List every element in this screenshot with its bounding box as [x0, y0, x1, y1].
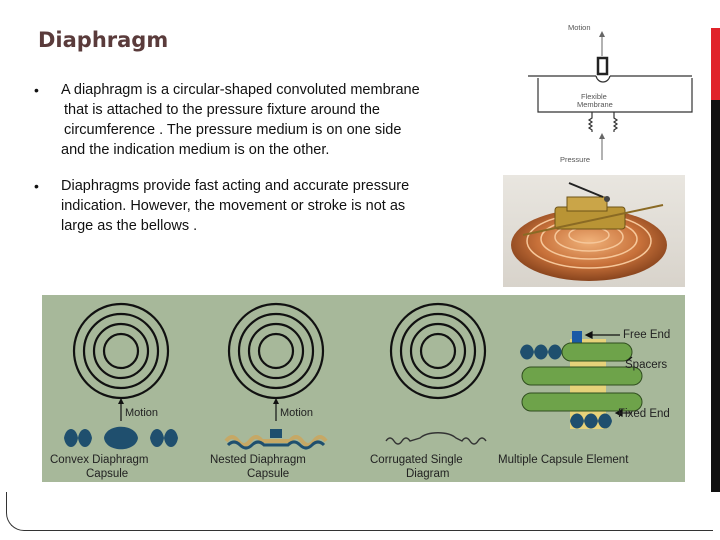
capsule-caption: Diagram [406, 468, 449, 480]
flexible-membrane [596, 76, 610, 82]
bullet-icon: • [34, 176, 61, 236]
capsule-caption: Corrugated Single [370, 454, 463, 466]
callout-fixed-end: Fixed End [618, 408, 670, 420]
pressure-chamber [538, 78, 692, 112]
nested-capsule-block [270, 429, 282, 438]
bullet-line: indication. However, the movement or str… [61, 196, 409, 216]
bullet-line: and the indication medium is on the othe… [61, 140, 420, 160]
capsule-caption: Convex Diaphragm [50, 454, 148, 466]
capsule-caption: Nested Diaphragm [210, 454, 306, 466]
motion-label: Motion [125, 407, 158, 419]
slide-title: Diaphragm [38, 28, 168, 52]
membrane-post [598, 58, 607, 74]
side-bar [711, 100, 720, 492]
diaphragm-gauge-photo [503, 175, 685, 287]
bullet-line: A diaphragm is a circular-shaped convolu… [61, 80, 420, 100]
motion-arrowhead [599, 31, 605, 37]
slide-frame [6, 492, 713, 531]
bullet-list: • A diaphragm is a circular-shaped convo… [34, 80, 504, 252]
free-end-block [572, 331, 582, 343]
membrane-label: Membrane [577, 100, 613, 109]
pressure-schematic: Motion Flexible Membrane Pressure [506, 20, 706, 168]
bullet-line: large as the bellows . [61, 216, 409, 236]
bullet-line: circumference . The pressure medium is o… [61, 120, 420, 140]
accent-bar [711, 28, 720, 100]
bullet-item: • Diaphragms provide fast acting and acc… [34, 176, 504, 236]
capsule-caption: Multiple Capsule Element [498, 454, 629, 466]
pressure-label: Pressure [560, 155, 590, 164]
motion-label: Motion [568, 23, 591, 32]
capsule-caption: Capsule [86, 468, 128, 480]
callout-spacers: Spacers [625, 359, 667, 371]
inlet-fitting [589, 112, 592, 132]
motion-label: Motion [280, 407, 313, 419]
capsule-caption: Capsule [247, 468, 289, 480]
callout-free-end: Free End [623, 329, 670, 341]
bullet-icon: • [34, 80, 61, 160]
bullet-line: that is attached to the pressure fixture… [61, 100, 420, 120]
bullet-item: • A diaphragm is a circular-shaped convo… [34, 80, 504, 160]
capsule-types-diagram: Motion Convex Diaphragm Capsule Motion N… [42, 295, 685, 482]
bullet-line: Diaphragms provide fast acting and accur… [61, 176, 409, 196]
